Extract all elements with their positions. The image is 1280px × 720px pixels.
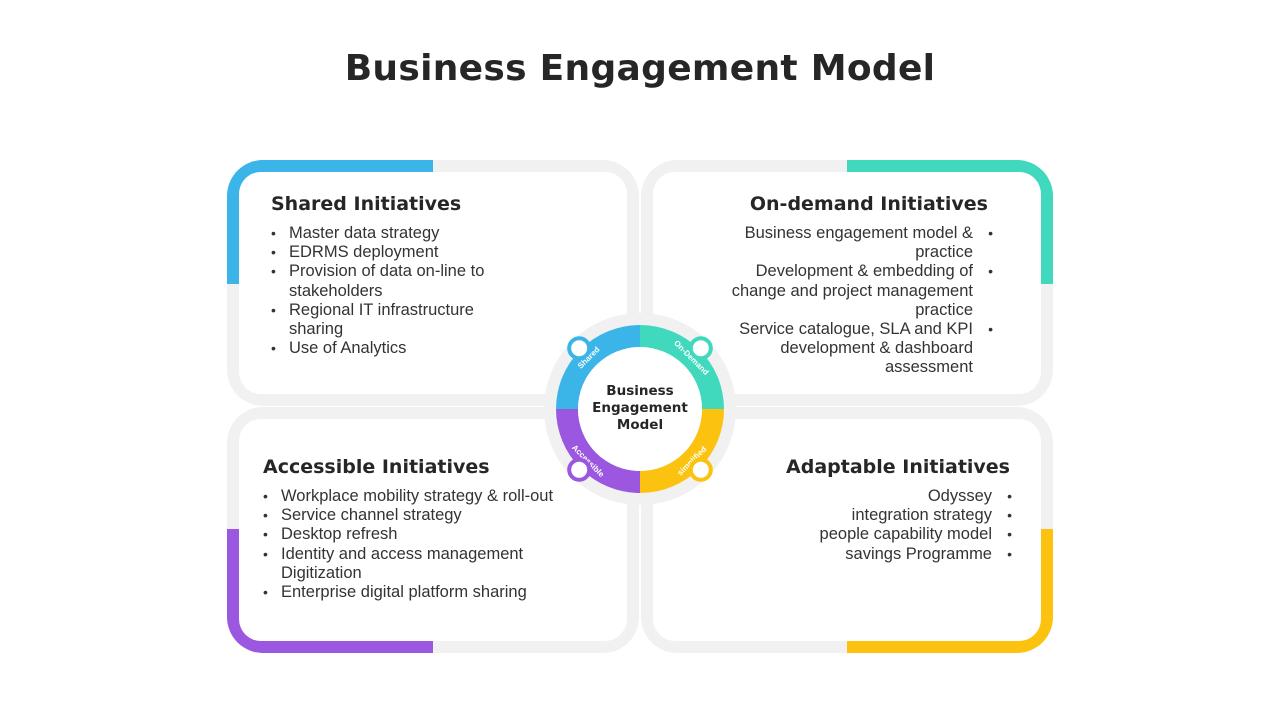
ondemand-title: On-demand Initiatives	[749, 193, 988, 215]
list-item: EDRMS deployment	[271, 243, 531, 262]
shared-initiatives-card: Shared Initiatives Master data strategy …	[227, 160, 639, 406]
list-item: Regional IT infrastructure sharing	[271, 301, 531, 339]
adaptable-initiatives-card: Adaptable Initiatives Odyssey integratio…	[641, 407, 1053, 653]
ring-hole	[578, 347, 702, 471]
list-item: Provision of data on-line to stakeholder…	[271, 262, 531, 300]
list-item: savings Programme	[752, 545, 1012, 564]
shared-title: Shared Initiatives	[271, 193, 462, 215]
ondemand-list: Business engagement model & practice Dev…	[723, 224, 993, 378]
ring-knob-simplified	[688, 457, 713, 482]
list-item: people capability model	[752, 525, 1012, 544]
list-item: Desktop refresh	[263, 525, 563, 544]
center-label-line3: Model	[617, 417, 663, 433]
adaptable-list: Odyssey integration strategy people capa…	[752, 487, 1012, 564]
list-item: Odyssey	[752, 487, 1012, 506]
ring-segment-simplified	[640, 409, 724, 493]
list-item: Master data strategy	[271, 224, 531, 243]
list-item: Service channel strategy	[263, 506, 563, 525]
ring-knob-on-demand	[688, 336, 713, 361]
center-label-line2: Engagement	[592, 400, 688, 416]
list-item: Identity and access management Digitizat…	[263, 545, 563, 583]
ring-segment-on-demand	[640, 325, 724, 409]
adaptable-title: Adaptable Initiatives	[786, 456, 1010, 478]
accessible-initiatives-card: Accessible Initiatives Workplace mobilit…	[227, 407, 639, 653]
center-label-line1: Business	[606, 383, 673, 399]
ring-knob-shared	[567, 336, 592, 361]
list-item: Use of Analytics	[271, 339, 531, 358]
list-item: Enterprise digital platform sharing	[263, 583, 563, 602]
accessible-list: Workplace mobility strategy & roll-out S…	[263, 487, 563, 602]
shared-list: Master data strategy EDRMS deployment Pr…	[271, 224, 531, 359]
ring-segment-shared	[556, 325, 640, 409]
ring-segment-accessible	[556, 409, 640, 493]
list-item: Development & embedding of change and pr…	[723, 262, 993, 320]
list-item: Business engagement model & practice	[723, 224, 993, 262]
ring-knob-accessible	[567, 457, 592, 482]
list-item: Workplace mobility strategy & roll-out	[263, 487, 563, 506]
list-item: Service catalogue, SLA and KPI developme…	[723, 320, 993, 378]
page-title: Business Engagement Model	[344, 48, 936, 89]
list-item: integration strategy	[752, 506, 1012, 525]
accessible-title: Accessible Initiatives	[263, 456, 490, 478]
